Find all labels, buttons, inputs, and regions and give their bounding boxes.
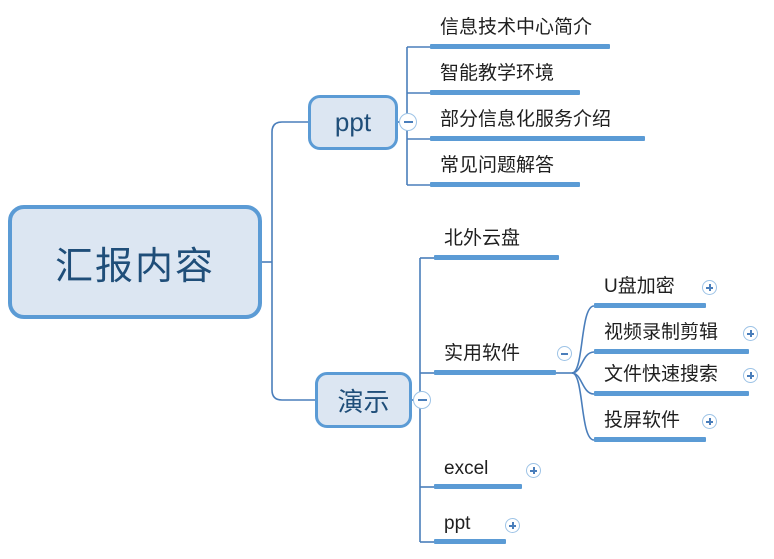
mindmap-node-demo-label: 演示	[337, 386, 390, 417]
mindmap-leaf-video-record-edit[interactable]: 视频录制剪辑	[594, 323, 724, 344]
leaf-label: 部分信息化服务介绍	[440, 109, 612, 130]
expand-toggle-ppt-demo-icon[interactable]	[505, 518, 520, 533]
mindmap-leaf-info-center-intro[interactable]: 信息技术中心简介	[430, 18, 598, 39]
leaf-label: excel	[444, 458, 489, 479]
mindmap-root-node[interactable]: 汇报内容	[8, 205, 262, 319]
mindmap-leaf-screen-cast-software[interactable]: 投屏软件	[594, 411, 686, 432]
mindmap-leaf-ppt-demo[interactable]: ppt	[434, 514, 476, 535]
leaf-label: 智能教学环境	[440, 63, 555, 84]
mindmap-node-ppt[interactable]: ppt	[308, 95, 398, 150]
collapse-toggle-ppt-icon[interactable]	[399, 113, 417, 131]
collapse-toggle-useful-software-icon[interactable]	[557, 346, 572, 361]
leaf-label: 文件快速搜索	[604, 364, 719, 385]
expand-toggle-screen-cast-software-icon[interactable]	[702, 414, 717, 429]
mindmap-node-demo[interactable]: 演示	[315, 372, 412, 428]
mindmap-leaf-bfsu-cloud-disk[interactable]: 北外云盘	[434, 229, 526, 250]
mindmap-leaf-faq[interactable]: 常见问题解答	[430, 156, 560, 177]
mindmap-leaf-usb-encryption[interactable]: U盘加密	[594, 277, 681, 298]
mindmap-root-label: 汇报内容	[54, 245, 215, 288]
collapse-toggle-demo-icon[interactable]	[413, 391, 431, 409]
leaf-label: 信息技术中心简介	[440, 17, 593, 38]
node-label: 实用软件	[444, 343, 521, 364]
leaf-label: 视频录制剪辑	[604, 322, 719, 343]
leaf-label: 常见问题解答	[440, 155, 555, 176]
expand-toggle-video-record-edit-icon[interactable]	[743, 326, 758, 341]
expand-toggle-usb-encryption-icon[interactable]	[702, 280, 717, 295]
leaf-label: ppt	[444, 513, 471, 534]
mindmap-leaf-fast-file-search[interactable]: 文件快速搜索	[594, 365, 724, 386]
leaf-label: 北外云盘	[444, 228, 521, 249]
mindmap-leaf-smart-teaching-env[interactable]: 智能教学环境	[430, 64, 560, 85]
leaf-label: U盘加密	[604, 276, 675, 297]
expand-toggle-excel-icon[interactable]	[526, 463, 541, 478]
mindmap-leaf-excel[interactable]: excel	[434, 459, 494, 480]
mindmap-leaf-it-services-intro[interactable]: 部分信息化服务介绍	[430, 110, 617, 131]
expand-toggle-fast-file-search-icon[interactable]	[743, 368, 758, 383]
leaf-label: 投屏软件	[604, 410, 681, 431]
mindmap-node-useful-software[interactable]: 实用软件	[434, 344, 526, 365]
mindmap-node-ppt-label: ppt	[334, 107, 372, 137]
